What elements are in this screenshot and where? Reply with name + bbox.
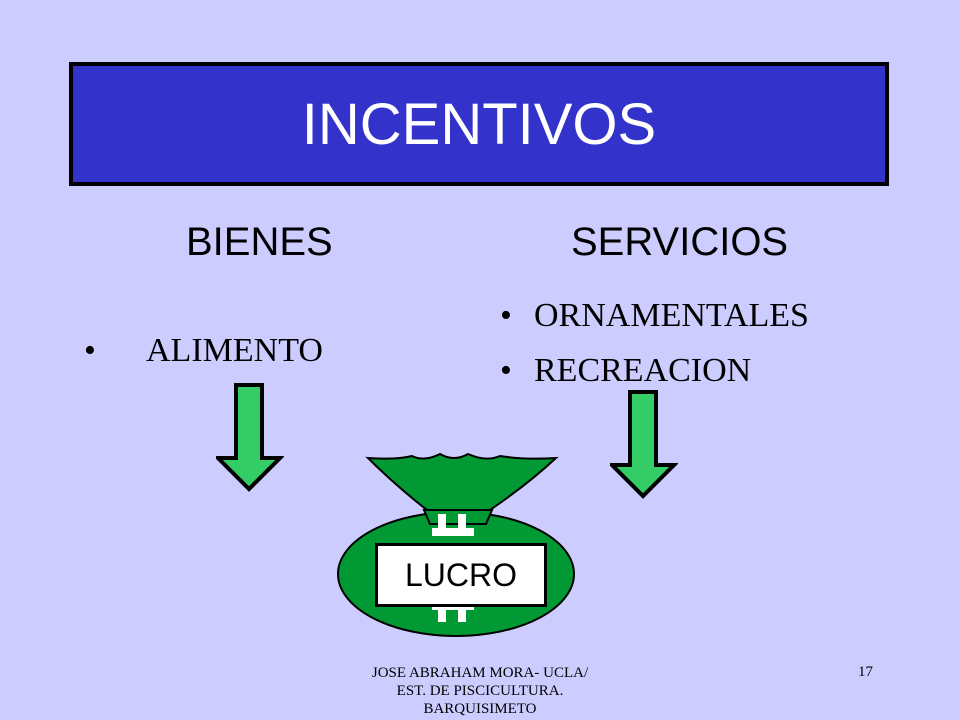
bullet-marker: •: [500, 297, 512, 334]
down-arrow-icon: [216, 383, 284, 492]
slide-title: INCENTIVOS: [301, 91, 657, 157]
heading-bienes: BIENES: [186, 220, 333, 264]
bullet-marker: •: [500, 352, 512, 389]
heading-servicios: SERVICIOS: [571, 220, 789, 264]
footer-line: EST. DE PISCICULTURA.: [396, 683, 564, 699]
bullet-item-alimento: ALIMENTO: [146, 332, 323, 369]
title-banner: INCENTIVOS: [69, 62, 889, 186]
bullet-item-recreacion: RECREACION: [534, 352, 752, 389]
lucro-label-box: LUCRO: [375, 543, 547, 607]
lucro-label: LUCRO: [404, 556, 517, 593]
bullet-marker: •: [84, 332, 96, 369]
bullet-item-ornamentales: ORNAMENTALES: [534, 297, 809, 334]
page-number: 17: [858, 664, 873, 680]
footer-line: JOSE ABRAHAM MORA- UCLA/: [371, 665, 589, 681]
down-arrow-icon: [610, 390, 678, 499]
footer-author: JOSE ABRAHAM MORA- UCLA/ EST. DE PISCICU…: [320, 664, 640, 718]
footer-line: BARQUISIMETO: [423, 701, 537, 717]
